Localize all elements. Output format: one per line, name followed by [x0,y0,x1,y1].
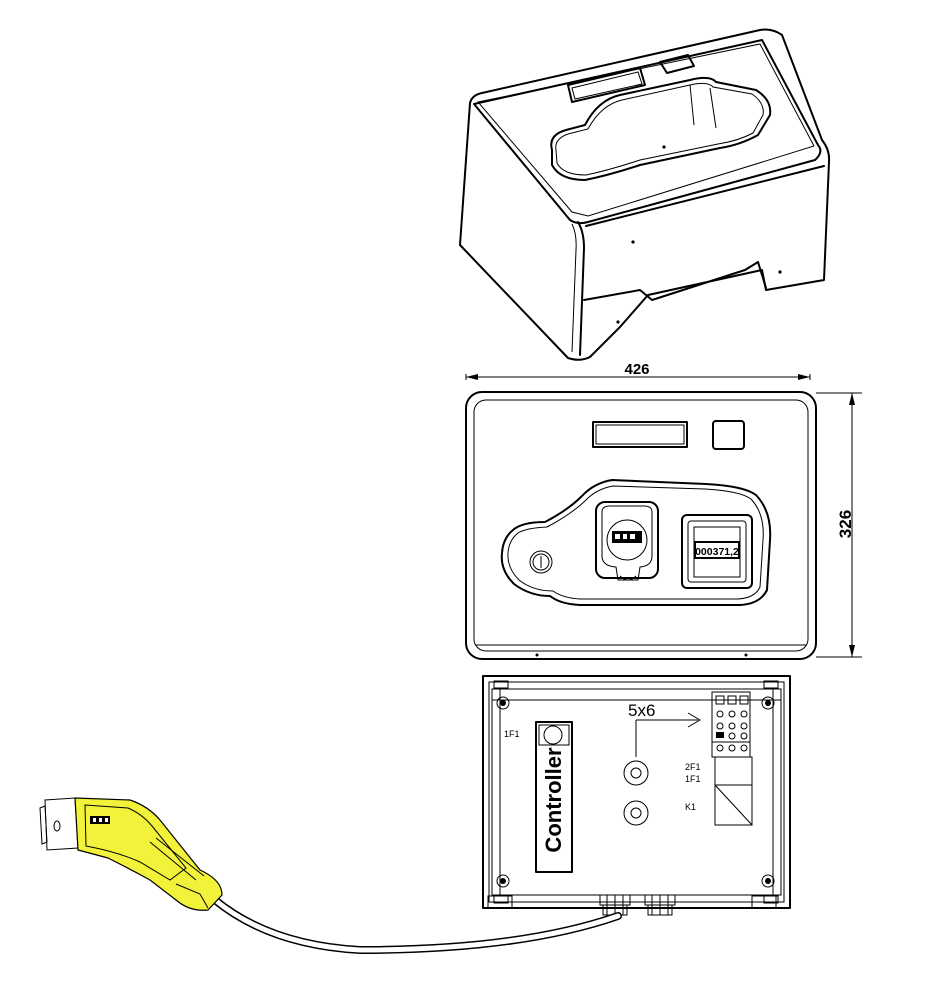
front-panel-outline [465,391,817,660]
charging-socket [595,501,659,581]
contactor-k1 [714,784,753,826]
display-window [567,67,646,103]
front-display-window [592,421,688,448]
energy-meter: 000371,2 [681,514,753,589]
controller-module: Controller [535,721,573,873]
knockout-annotation: 5x6 [628,701,701,757]
socket-recess [550,76,772,181]
meter-reading: 000371,2 [695,546,739,558]
width-dimension: 426 [465,361,811,380]
cable-knockouts [623,760,649,826]
front-view: 426 326 [465,361,862,660]
cable-glands [599,894,676,916]
terminal-block: 2F1 1F1 K1 [685,691,753,826]
socket-recess-front [500,479,772,606]
charging-cable [211,896,622,955]
fuse-label-left: 1F1 [504,729,520,739]
plug-body [74,797,223,911]
height-dimension-label: 326 [836,510,855,538]
housing-isometric-view [459,28,831,361]
height-dimension: 326 [816,392,862,658]
key-switch-icon [529,550,553,574]
knockout-spec: 5x6 [628,701,655,720]
width-dimension-label: 426 [624,361,649,378]
box-outer [482,675,791,909]
front-button [712,420,745,450]
fuse-label-2f1: 2F1 [685,762,701,772]
controller-box: 1F1 Controller 5x6 [482,675,791,916]
controller-label: Controller [541,747,566,853]
contactor-label: K1 [685,802,696,812]
charging-plug [39,797,223,911]
housing-button [659,54,695,74]
fuse-label-1f1: 1F1 [685,774,701,784]
